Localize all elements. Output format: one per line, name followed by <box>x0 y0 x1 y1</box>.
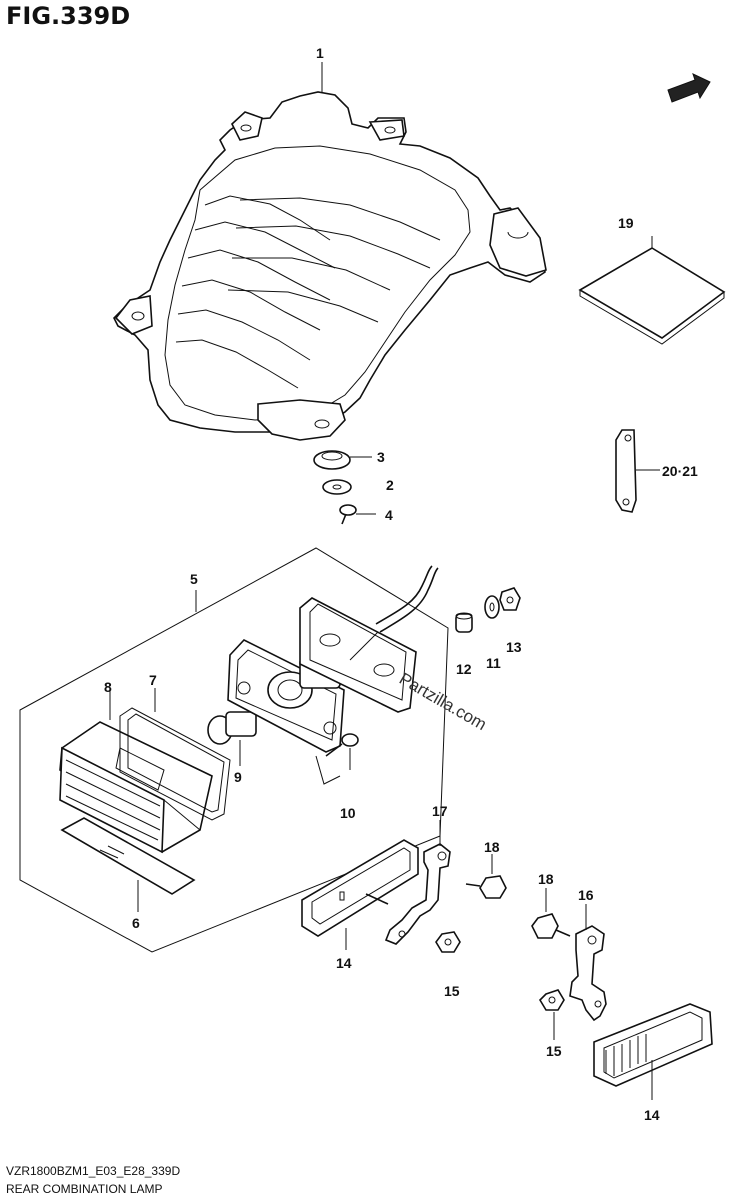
callout-19: 19 <box>618 215 634 231</box>
bolt-18b-part <box>531 888 571 939</box>
callout-11: 11 <box>486 655 501 671</box>
reflector-bracket-17 <box>365 820 451 945</box>
callout-17: 17 <box>432 803 448 819</box>
callout-20-21: 20·21 <box>662 463 698 479</box>
callout-5: 5 <box>190 571 198 587</box>
nut-15b-part <box>538 989 565 1040</box>
callout-1: 1 <box>316 45 324 61</box>
grommet-part <box>313 450 372 470</box>
lamp-bracket-with-wire <box>299 565 439 713</box>
washer-11-part <box>484 595 500 619</box>
lamp-socket-plate <box>227 639 345 753</box>
pad-part <box>578 236 726 345</box>
lens-gasket <box>119 688 231 821</box>
callout-18-upper: 18 <box>484 839 500 855</box>
callout-15-lower: 15 <box>546 1043 562 1059</box>
callout-18-lower: 18 <box>538 871 554 887</box>
callout-15-upper: 15 <box>444 983 460 999</box>
bolt-18a-part <box>465 854 507 899</box>
tail-lamp-housing <box>113 62 547 441</box>
callout-10: 10 <box>340 805 356 821</box>
callout-4: 4 <box>385 507 393 523</box>
screw-part <box>339 504 376 525</box>
license-plate-cover <box>60 817 196 912</box>
callout-2: 2 <box>386 477 394 493</box>
callout-12: 12 <box>456 661 472 677</box>
bulb-part <box>207 711 257 766</box>
footer-code: VZR1800BZM1_E03_E28_339D <box>6 1164 181 1178</box>
reflector-bracket-16 <box>569 904 607 1022</box>
license-lamp-lens <box>59 690 213 854</box>
callout-3: 3 <box>377 449 385 465</box>
screw-10-part <box>315 733 359 785</box>
callout-13: 13 <box>506 639 522 655</box>
footer-name: REAR COMBINATION LAMP <box>6 1182 163 1196</box>
direction-arrow-icon <box>667 73 711 103</box>
reflector-left <box>301 839 419 950</box>
callout-8: 8 <box>104 679 112 695</box>
nut-13-part <box>499 587 521 611</box>
reflector-right <box>593 1003 713 1100</box>
callout-9: 9 <box>234 769 242 785</box>
callout-6: 6 <box>132 915 140 931</box>
callout-16: 16 <box>578 887 594 903</box>
nut-spacer-part <box>455 612 473 633</box>
nut-15a-part <box>435 931 461 953</box>
callout-14-right: 14 <box>644 1107 660 1123</box>
strap-part <box>615 429 660 513</box>
washer-part <box>322 479 352 495</box>
callout-14-left: 14 <box>336 955 352 971</box>
figure-title: FIG.339D <box>6 2 131 30</box>
callout-7: 7 <box>149 672 157 688</box>
